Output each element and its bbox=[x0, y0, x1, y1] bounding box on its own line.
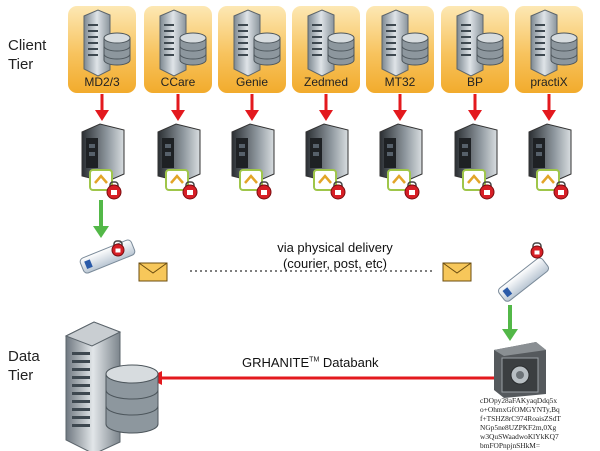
client-label: Zedmed bbox=[303, 75, 349, 89]
databank-label: GRHANITETM Databank bbox=[242, 355, 379, 370]
data-tier-label: Data Tier bbox=[8, 348, 40, 384]
safe-icon bbox=[494, 342, 546, 398]
client-box: BP bbox=[441, 6, 509, 93]
client-label: BP bbox=[466, 75, 483, 89]
red-arrow-down bbox=[95, 94, 109, 121]
cipher-line: f+TSHZ8rC974RoaisZSdT bbox=[480, 414, 561, 423]
client-box: practiX bbox=[515, 6, 583, 93]
client-label: MD2/3 bbox=[84, 75, 120, 89]
client-column bbox=[305, 94, 349, 200]
firewall-appliance-icon bbox=[379, 123, 423, 183]
shield-icon bbox=[462, 169, 486, 191]
shield-icon bbox=[165, 169, 189, 191]
firewall-appliance-icon bbox=[305, 123, 349, 183]
database-server-icon bbox=[381, 9, 429, 77]
client-box: Zedmed bbox=[292, 6, 360, 93]
database-server-icon bbox=[530, 9, 578, 77]
client-column bbox=[157, 94, 201, 200]
database-server-icon bbox=[233, 9, 281, 77]
red-arrow-down bbox=[542, 94, 556, 121]
cipher-line: NGp5ne8UZPKF2m,0Xg bbox=[480, 423, 557, 432]
envelope-icon bbox=[138, 262, 168, 282]
client-column bbox=[81, 94, 125, 200]
envelope-icon bbox=[442, 262, 472, 282]
firewall-appliance-icon bbox=[157, 123, 201, 183]
green-arrow-down-left bbox=[93, 200, 109, 238]
client-column bbox=[528, 94, 572, 200]
client-box: MD2/3 bbox=[68, 6, 136, 93]
red-arrow-down bbox=[245, 94, 259, 121]
green-arrow-down-right bbox=[502, 305, 518, 341]
client-box: MT32 bbox=[366, 6, 434, 93]
lock-icon bbox=[553, 181, 569, 200]
shield-icon bbox=[313, 169, 337, 191]
client-column bbox=[454, 94, 498, 200]
shield-icon bbox=[239, 169, 263, 191]
red-arrow-down bbox=[171, 94, 185, 121]
lock-icon bbox=[256, 181, 272, 200]
lock-icon bbox=[404, 181, 420, 200]
lock-icon bbox=[106, 181, 122, 200]
red-arrow-down bbox=[319, 94, 333, 121]
database-server-icon bbox=[159, 9, 207, 77]
client-label: Genie bbox=[235, 75, 269, 89]
client-box: Genie bbox=[218, 6, 286, 93]
firewall-appliance-icon bbox=[231, 123, 275, 183]
red-arrow-down bbox=[393, 94, 407, 121]
client-label: practiX bbox=[530, 75, 568, 89]
shield-icon bbox=[387, 169, 411, 191]
database-server-icon bbox=[456, 9, 504, 77]
lock-icon bbox=[182, 181, 198, 200]
firewall-appliance-icon bbox=[454, 123, 498, 183]
client-column bbox=[231, 94, 275, 200]
delivery-caption: via physical delivery (courier, post, et… bbox=[277, 240, 393, 271]
lock-icon bbox=[479, 181, 495, 200]
cipher-line: cDOpy28aFAKyaqDdq5x bbox=[480, 396, 558, 405]
cipher-line: bmFOPnpjnSHkM= bbox=[480, 441, 541, 450]
client-label: CCare bbox=[160, 75, 196, 89]
database-server-icon bbox=[307, 9, 355, 77]
client-tier-label: Client Tier bbox=[8, 37, 47, 73]
firewall-appliance-icon bbox=[528, 123, 572, 183]
shield-icon bbox=[536, 169, 560, 191]
shield-icon bbox=[89, 169, 113, 191]
red-arrow-down bbox=[468, 94, 482, 121]
usb-drive-icon bbox=[498, 257, 550, 302]
database-server-icon bbox=[64, 321, 159, 451]
lock-icon bbox=[330, 181, 346, 200]
client-column bbox=[379, 94, 423, 200]
client-box: CCare bbox=[144, 6, 212, 93]
cipher-line: o+OhmxGfOMGYNTy,Bq bbox=[480, 405, 560, 414]
firewall-appliance-icon bbox=[81, 123, 125, 183]
lock-icon bbox=[530, 242, 544, 259]
database-server-icon bbox=[83, 9, 131, 77]
cipher-line: w3QuSWaadwoKlYkKQ7 bbox=[480, 432, 559, 441]
lock-icon bbox=[111, 240, 125, 257]
client-label: MT32 bbox=[384, 75, 416, 89]
